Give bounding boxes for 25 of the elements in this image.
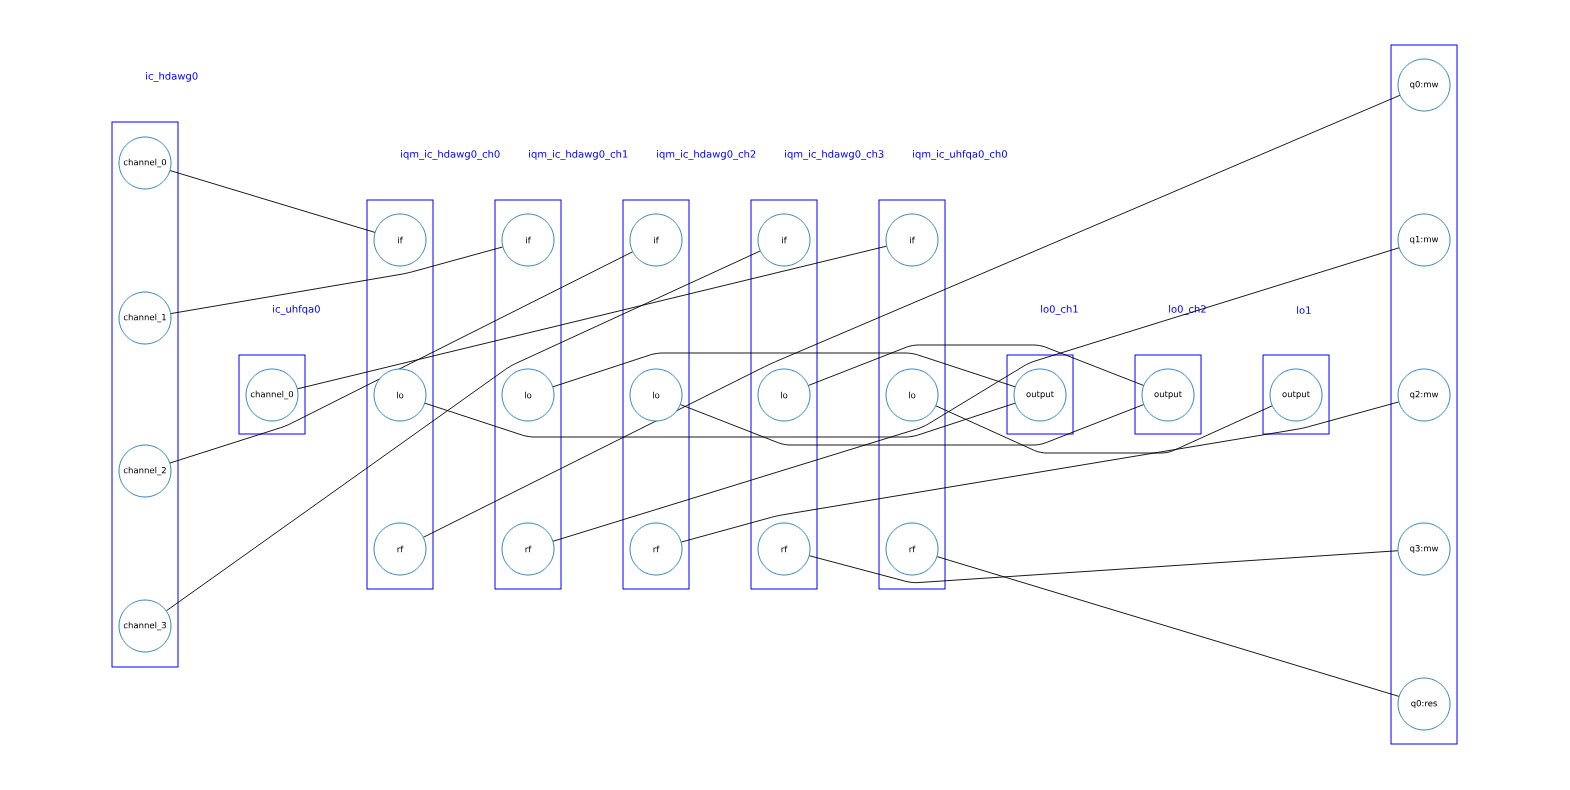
connector-line	[423, 94, 1401, 538]
connector-line	[170, 246, 504, 315]
group-label: lo1	[1297, 306, 1311, 314]
group-label: iqm_ic_uhfqa0_ch0	[913, 150, 1007, 160]
connector-line	[552, 352, 1016, 388]
connector-line	[935, 405, 1273, 454]
connector-line	[165, 250, 761, 612]
connector-line	[808, 550, 1399, 584]
connector-line	[297, 245, 887, 390]
connector-line	[552, 247, 1400, 542]
connector-line	[679, 404, 1145, 446]
group-label: iqm_ic_hdawg0_ch3	[785, 150, 884, 160]
group-box	[1390, 44, 1458, 745]
group-label: lo0_ch1	[1041, 305, 1078, 315]
group-label: iqm_ic_hdawg0_ch2	[657, 150, 756, 160]
connector-line	[424, 402, 1016, 438]
group-label: ic_uhfqa0	[273, 305, 320, 315]
connector-line	[169, 170, 376, 233]
group-label: iqm_ic_hdawg0_ch1	[529, 150, 628, 160]
group-label: iqm_ic_hdawg0_ch0	[401, 150, 500, 160]
connector-line	[169, 251, 634, 464]
connector-line	[807, 344, 1145, 386]
connector-line	[936, 556, 1400, 697]
group-label: ic_hdawg0	[146, 72, 198, 82]
connector-line	[680, 401, 1400, 543]
